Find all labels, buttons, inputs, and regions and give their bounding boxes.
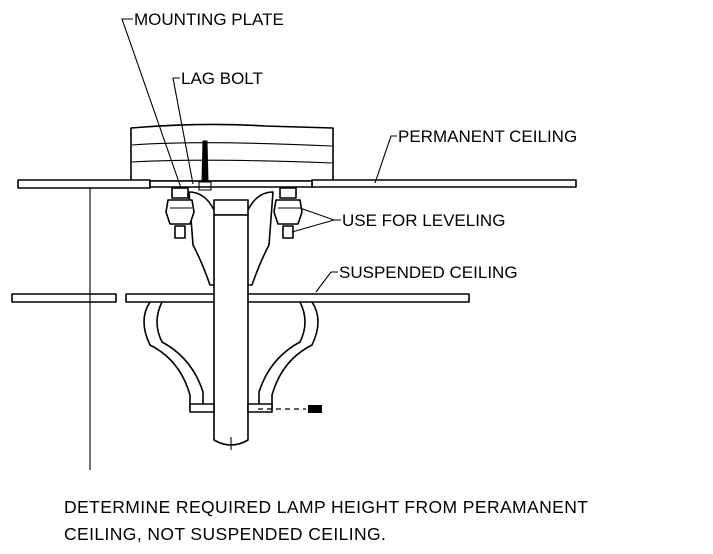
set-screw <box>258 405 322 413</box>
label-permanent-ceiling: PERMANENT CEILING <box>398 127 577 146</box>
lag-bolt <box>198 140 212 191</box>
fixture-canopy <box>143 301 319 413</box>
leader-lines <box>89 18 397 470</box>
installation-note: DETERMINE REQUIRED LAMP HEIGHT FROM PERA… <box>64 494 709 548</box>
label-suspended-ceiling: SUSPENDED CEILING <box>339 263 518 282</box>
note-line-2: CEILING, NOT SUSPENDED CEILING. <box>64 524 387 544</box>
label-lag-bolt: LAG BOLT <box>181 69 263 88</box>
leveling-bolt-left <box>165 187 195 239</box>
support-pipe <box>213 214 249 450</box>
ceiling-joist <box>130 123 334 182</box>
label-mounting-plate: MOUNTING PLATE <box>134 10 284 29</box>
leveling-bolt-right <box>273 187 303 239</box>
mounting-plate <box>149 180 313 188</box>
label-use-for-leveling: USE FOR LEVELING <box>342 211 505 230</box>
note-line-1: DETERMINE REQUIRED LAMP HEIGHT FROM PERA… <box>64 497 589 517</box>
